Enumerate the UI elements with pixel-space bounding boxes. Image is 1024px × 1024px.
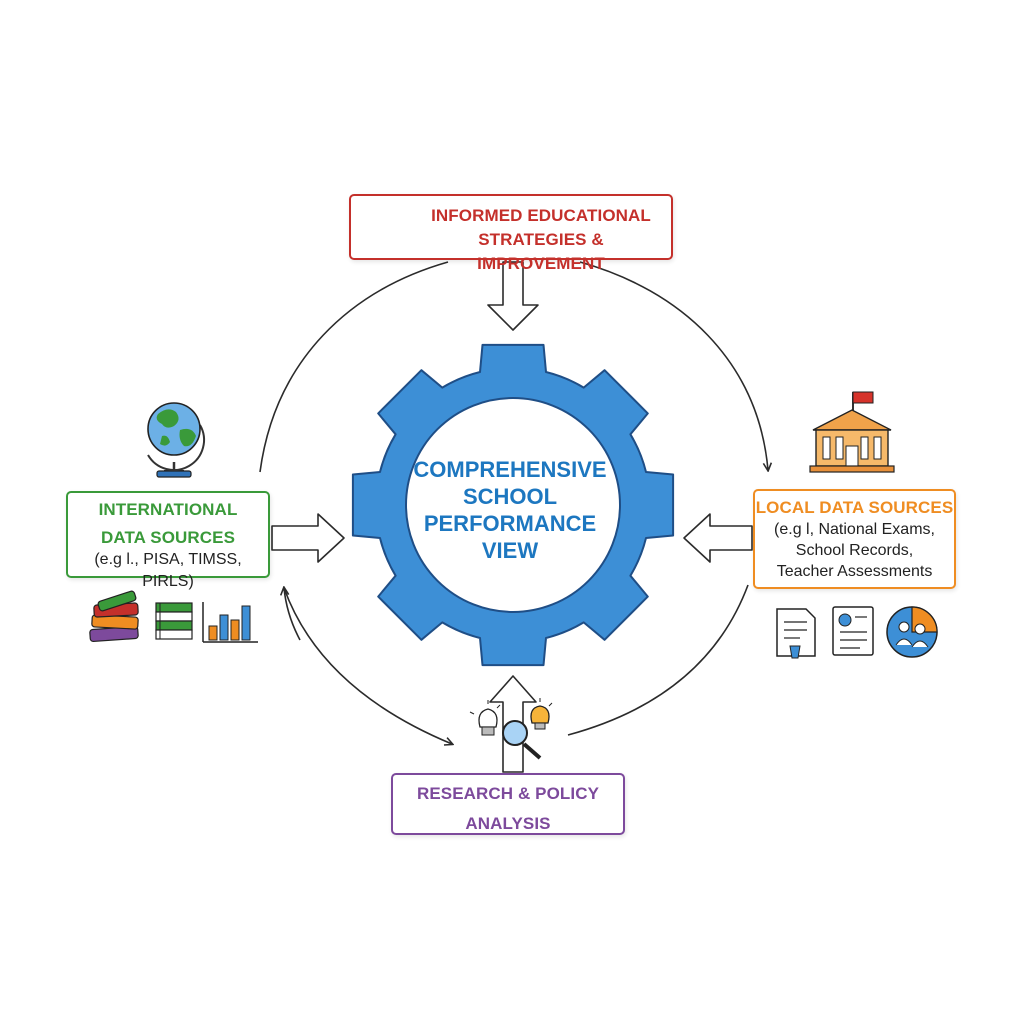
books-stack-icon bbox=[89, 590, 139, 643]
arrow-from-top bbox=[487, 261, 539, 331]
globe-icon bbox=[147, 402, 205, 478]
magnifier-icon bbox=[502, 720, 542, 760]
local-examples-line3: Teacher Assessments bbox=[776, 563, 933, 580]
gear-center-disc bbox=[405, 397, 621, 613]
pie-people-icon bbox=[886, 606, 938, 658]
research-title-line1: RESEARCH & POLICY bbox=[416, 784, 600, 803]
international-data-box: INTERNATIONAL DATA SOURCES (e.g l., PISA… bbox=[66, 491, 270, 590]
outcome-box: INFORMED EDUCATIONAL STRATEGIES & IMPROV… bbox=[349, 194, 673, 273]
local-data-box: LOCAL DATA SOURCES (e.g l, National Exam… bbox=[753, 489, 956, 589]
international-examples: (e.g l., PISA, TIMSS, PIRLS) bbox=[94, 551, 242, 590]
local-examples-line2: School Records, bbox=[795, 542, 914, 559]
research-policy-box: RESEARCH & POLICY ANALYSIS bbox=[391, 773, 625, 835]
arrow-from-left bbox=[271, 513, 345, 563]
center-label: COMPREHENSIVE SCHOOL PERFORMANCE VIEW bbox=[410, 450, 610, 570]
cycle-arc-top-right bbox=[579, 261, 768, 470]
binders-icon bbox=[155, 602, 193, 640]
bar-chart-icon bbox=[202, 602, 258, 643]
cycle-arc-top-left bbox=[259, 261, 449, 473]
research-title-line2: ANALYSIS bbox=[465, 814, 551, 833]
center-title: COMPREHENSIVE SCHOOL PERFORMANCE VIEW bbox=[413, 457, 607, 563]
international-title-line1: INTERNATIONAL bbox=[98, 500, 238, 519]
school-building-icon bbox=[809, 391, 895, 473]
international-title-line2: DATA SOURCES bbox=[100, 528, 236, 547]
lightbulb-icon bbox=[469, 700, 501, 736]
profile-card-icon bbox=[832, 606, 874, 656]
arrow-from-right bbox=[683, 513, 753, 563]
cycle-arc-bottom-left bbox=[283, 587, 452, 744]
document-icon bbox=[776, 608, 816, 659]
local-title: LOCAL DATA SOURCES bbox=[755, 498, 954, 517]
outcome-title: INFORMED EDUCATIONAL STRATEGIES & IMPROV… bbox=[431, 206, 651, 273]
cycle-arc-bottom-right bbox=[567, 584, 749, 736]
lightbulb-lit-icon bbox=[530, 698, 553, 730]
cycle-arc-left-start-arrow bbox=[284, 588, 301, 641]
local-examples-line1: (e.g l, National Exams, bbox=[774, 521, 935, 538]
